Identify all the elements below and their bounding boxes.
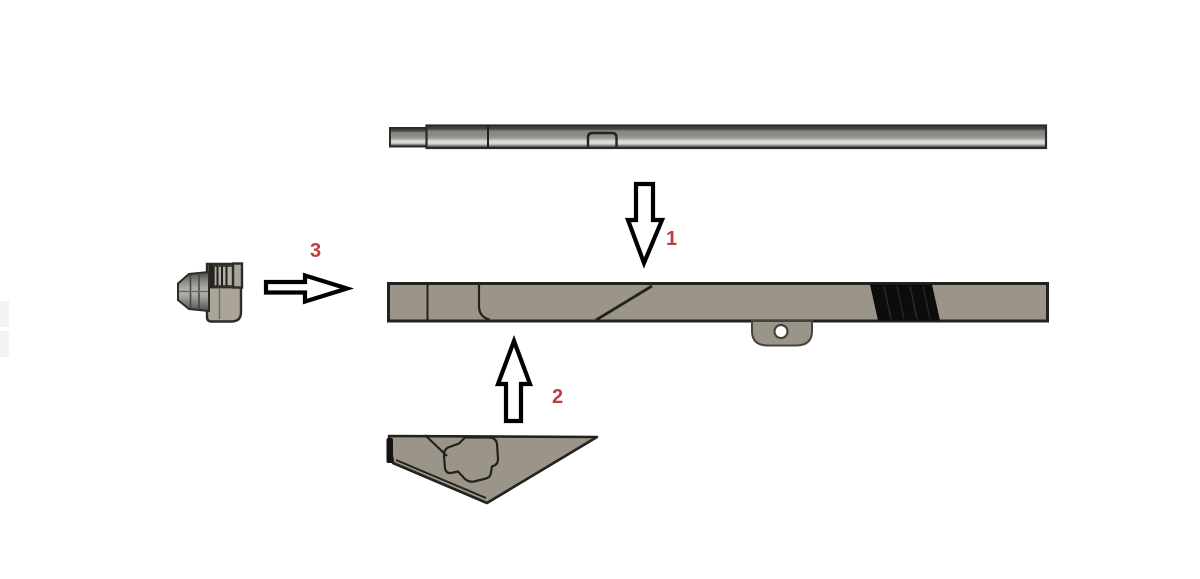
rod-body bbox=[425, 124, 1048, 150]
rod-part bbox=[389, 124, 1048, 150]
rod-detent-tab bbox=[586, 131, 618, 147]
band-texture-line bbox=[909, 285, 918, 320]
arrow-up-icon bbox=[494, 334, 534, 424]
rail-body bbox=[387, 282, 1049, 323]
watermark-fragment bbox=[0, 301, 9, 327]
fin-bevel-line bbox=[395, 459, 487, 499]
rail-lug-tab bbox=[751, 320, 813, 347]
fin-edge-block bbox=[386, 438, 393, 463]
rail-curved-detail bbox=[477, 285, 490, 321]
fin-latch-cutout bbox=[442, 436, 500, 483]
lug-hole bbox=[773, 323, 789, 340]
step-3-label: 3 bbox=[310, 240, 322, 262]
band-texture-line bbox=[883, 285, 892, 320]
step-2-label: 2 bbox=[552, 386, 564, 408]
rail-part bbox=[387, 282, 1049, 347]
step-1-label: 1 bbox=[666, 228, 678, 250]
band-texture-line bbox=[922, 285, 931, 320]
watermark-fragment bbox=[0, 331, 9, 357]
band-texture-line bbox=[896, 285, 905, 320]
rail-wrap-band bbox=[870, 284, 940, 321]
rail-diagonal-seam bbox=[595, 284, 653, 322]
fin-part bbox=[386, 434, 599, 505]
wrap-band-shape bbox=[870, 284, 940, 321]
nose-cap-end-block bbox=[231, 262, 244, 289]
nose-cap-part bbox=[177, 262, 244, 323]
arrow-right-icon bbox=[263, 272, 355, 305]
rod-tip-segment bbox=[389, 127, 428, 148]
arrow-down-icon bbox=[624, 181, 666, 269]
